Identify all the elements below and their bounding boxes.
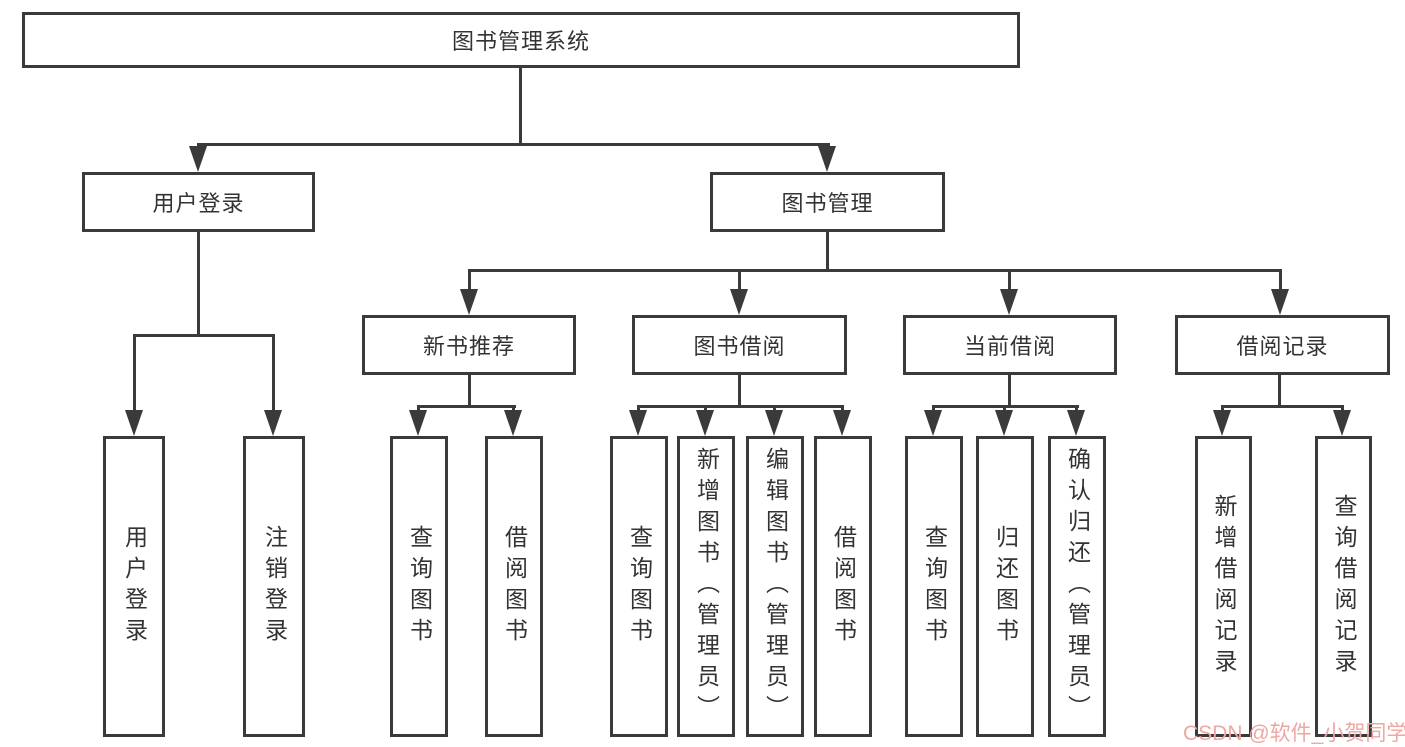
connector-user-login-stem [197, 232, 200, 337]
connector-drop [704, 405, 707, 414]
connector-drop-book-borrowing [738, 269, 741, 293]
leaf-add-borrow-record: 新增借阅记录 [1195, 436, 1252, 737]
leaf-logout: 注销登录 [243, 436, 305, 737]
connector-borrowing-records-stem [1278, 375, 1281, 408]
leaf-query-books-current: 查询图书 [905, 436, 963, 737]
leaf-borrow-books-recommend: 借阅图书 [485, 436, 543, 737]
connector-root-stem [519, 66, 522, 145]
node-new-book-recommend: 新书推荐 [362, 315, 576, 375]
arrowhead-icon [409, 410, 427, 436]
arrowhead-user-login-icon [189, 146, 207, 172]
leaf-borrow-books-borrowing: 借阅图书 [814, 436, 872, 737]
connector-book-borrowing-stem [738, 375, 741, 408]
connector-drop [1075, 405, 1078, 414]
connector-drop-current-borrowing [1008, 269, 1011, 293]
leaf-query-borrow-record: 查询借阅记录 [1315, 436, 1372, 737]
arrowhead-icon [629, 410, 647, 436]
arrowhead-icon [1067, 410, 1085, 436]
connector-drop [1341, 405, 1344, 414]
leaf-query-books-recommend: 查询图书 [390, 436, 448, 737]
csdn-watermark: CSDN @软件_小贺同学 [1183, 722, 1405, 745]
node-current-borrowing: 当前借阅 [903, 315, 1117, 375]
arrowhead-icon [696, 410, 714, 436]
connector-drop [637, 405, 640, 414]
node-book-borrowing: 图书借阅 [632, 315, 847, 375]
arrowhead-borrowing-records-icon [1271, 289, 1289, 315]
connector-drop [841, 405, 844, 414]
connector-drop-borrowing-records [1279, 269, 1282, 293]
arrowhead-book-borrowing-icon [730, 289, 748, 315]
connector-book-borrowing-branch [637, 405, 844, 408]
connector-drop-leaf-user-login [133, 334, 136, 412]
connector-drop [512, 405, 515, 414]
connector-drop [1003, 405, 1006, 414]
connector-drop [773, 405, 776, 414]
connector-book-management-branch [468, 269, 1282, 272]
leaf-query-books-borrowing: 查询图书 [610, 436, 668, 737]
arrowhead-icon [1213, 410, 1231, 436]
arrowhead-icon [995, 410, 1013, 436]
node-library-system: 图书管理系统 [22, 12, 1020, 68]
connector-book-management-stem [826, 232, 829, 272]
node-book-management: 图书管理 [710, 172, 945, 232]
node-user-login: 用户登录 [82, 172, 315, 232]
connector-drop [932, 405, 935, 414]
connector-drop [1221, 405, 1224, 414]
arrowhead-icon [924, 410, 942, 436]
connector-current-borrowing-stem [1008, 375, 1011, 408]
arrowhead-current-borrowing-icon [1000, 289, 1018, 315]
connector-new-book-branch [417, 405, 516, 408]
connector-drop-leaf-logout [272, 334, 275, 412]
connector-drop-new-book [468, 269, 471, 293]
leaf-add-books-admin: 新增图书（管理员） [677, 436, 735, 737]
arrowhead-leaf-user-login-icon [125, 410, 143, 436]
leaf-edit-books-admin: 编辑图书（管理员） [746, 436, 804, 737]
leaf-confirm-return-admin: 确认归还（管理员） [1048, 436, 1106, 737]
arrowhead-icon [504, 410, 522, 436]
arrowhead-icon [1333, 410, 1351, 436]
arrowhead-icon [765, 410, 783, 436]
node-borrowing-records: 借阅记录 [1175, 315, 1390, 375]
arrowhead-leaf-logout-icon [264, 410, 282, 436]
connector-root-branch [197, 143, 830, 146]
connector-borrowing-records-branch [1221, 405, 1344, 408]
arrowhead-new-book-icon [460, 289, 478, 315]
arrowhead-icon [833, 410, 851, 436]
arrowhead-book-management-icon [818, 146, 836, 172]
connector-drop [417, 405, 420, 414]
connector-new-book-stem [468, 375, 471, 408]
leaf-user-login: 用户登录 [103, 436, 165, 737]
connector-user-login-branch [133, 334, 275, 337]
leaf-return-books: 归还图书 [976, 436, 1034, 737]
